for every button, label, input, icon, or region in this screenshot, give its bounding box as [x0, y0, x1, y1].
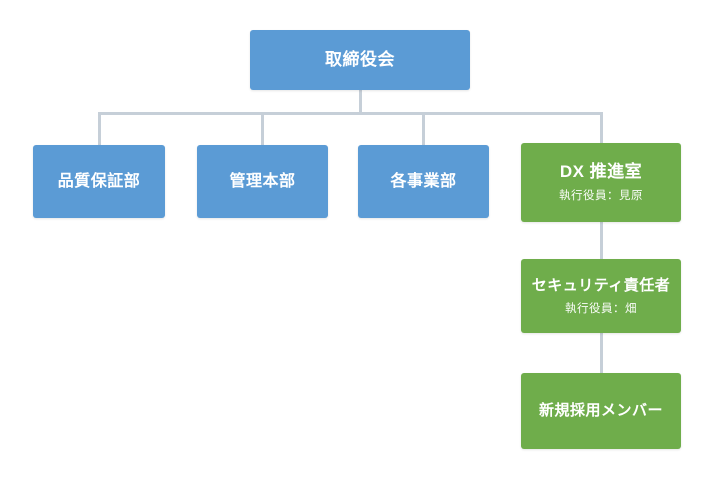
org-node-label: DX 推進室 [559, 161, 643, 181]
org-node-board-of-directors: 取締役会 [250, 30, 470, 90]
org-node-sublabel: 執行役員：畑 [565, 302, 637, 315]
org-node-new-hires: 新規採用メンバー [521, 373, 681, 449]
org-node-label: 品質保証部 [57, 172, 141, 190]
connector-horizontal-bus [98, 112, 603, 115]
connector-drop-admin [261, 112, 264, 146]
org-node-business-divisions: 各事業部 [358, 145, 489, 218]
org-node-quality-assurance: 品質保証部 [33, 145, 165, 218]
connector-dx-security [600, 222, 603, 260]
connector-drop-business [422, 112, 425, 146]
org-node-label: 各事業部 [390, 172, 457, 190]
connector-board-stem [359, 90, 362, 113]
org-node-label: セキュリティ責任者 [531, 276, 671, 294]
org-node-label: 新規採用メンバー [538, 402, 663, 419]
org-node-admin-headquarters: 管理本部 [197, 145, 328, 218]
connector-drop-quality [98, 112, 101, 146]
org-node-dx-promotion-office: DX 推進室 執行役員：見原 [521, 143, 681, 222]
org-node-security-manager: セキュリティ責任者 執行役員：畑 [521, 259, 681, 333]
org-node-label: 管理本部 [229, 172, 296, 190]
org-node-sublabel: 執行役員：見原 [559, 190, 643, 203]
org-node-label: 取締役会 [325, 49, 395, 69]
connector-drop-dx [600, 112, 603, 144]
connector-security-newhire [600, 333, 603, 374]
